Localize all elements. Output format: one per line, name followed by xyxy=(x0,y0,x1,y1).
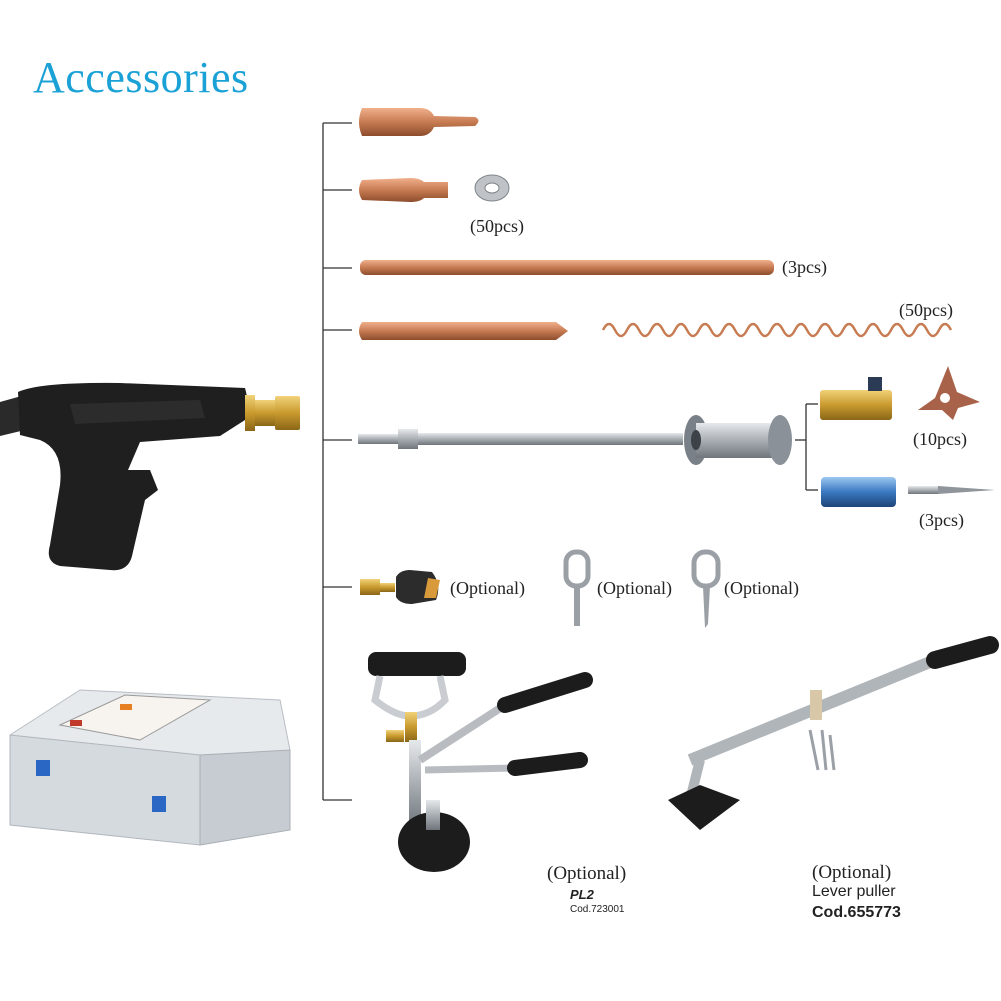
slide-hammer-image xyxy=(358,415,792,465)
rod-qty-label: (3pcs) xyxy=(782,257,827,277)
key-tool-1-image xyxy=(563,549,591,626)
key2-optional-label: (Optional) xyxy=(724,578,799,598)
copper-rod-image xyxy=(360,260,774,275)
pointed-rod-image xyxy=(359,322,568,340)
lever-code-label: Cod.655773 xyxy=(812,904,901,921)
pin-qty-label: (3pcs) xyxy=(919,510,964,530)
lever-optional-label: (Optional) xyxy=(812,862,892,883)
pl2-puller-image xyxy=(368,652,593,872)
storage-case-image xyxy=(9,689,291,846)
pl2-optional-label: (Optional) xyxy=(547,863,627,884)
coil-wire-image xyxy=(601,322,953,338)
pl2-name-label: PL2 xyxy=(570,887,594,902)
star-washer-image xyxy=(918,366,980,420)
brass-holder-image xyxy=(820,377,892,420)
short-electrode-image xyxy=(359,178,448,202)
coil-qty-label: (50pcs) xyxy=(899,300,953,320)
star-qty-label: (10pcs) xyxy=(913,429,967,449)
welding-gun-image xyxy=(0,382,300,571)
washer-image xyxy=(474,174,510,202)
lever-puller-image xyxy=(668,636,999,830)
pl2-code-label: Cod.723001 xyxy=(570,904,625,915)
copper-electrode-image xyxy=(359,108,479,136)
key-tool-2-image xyxy=(691,549,721,628)
key1-optional-label: (Optional) xyxy=(597,578,672,598)
blue-holder-image xyxy=(821,477,896,507)
adapter-image xyxy=(360,570,440,604)
page-title: Accessories xyxy=(33,53,249,102)
adapter-optional-label: (Optional) xyxy=(450,578,525,598)
pin-image xyxy=(908,486,995,494)
connector-lines xyxy=(322,122,818,801)
lever-name-label: Lever puller xyxy=(812,883,896,900)
washers-qty-label: (50pcs) xyxy=(470,216,524,236)
